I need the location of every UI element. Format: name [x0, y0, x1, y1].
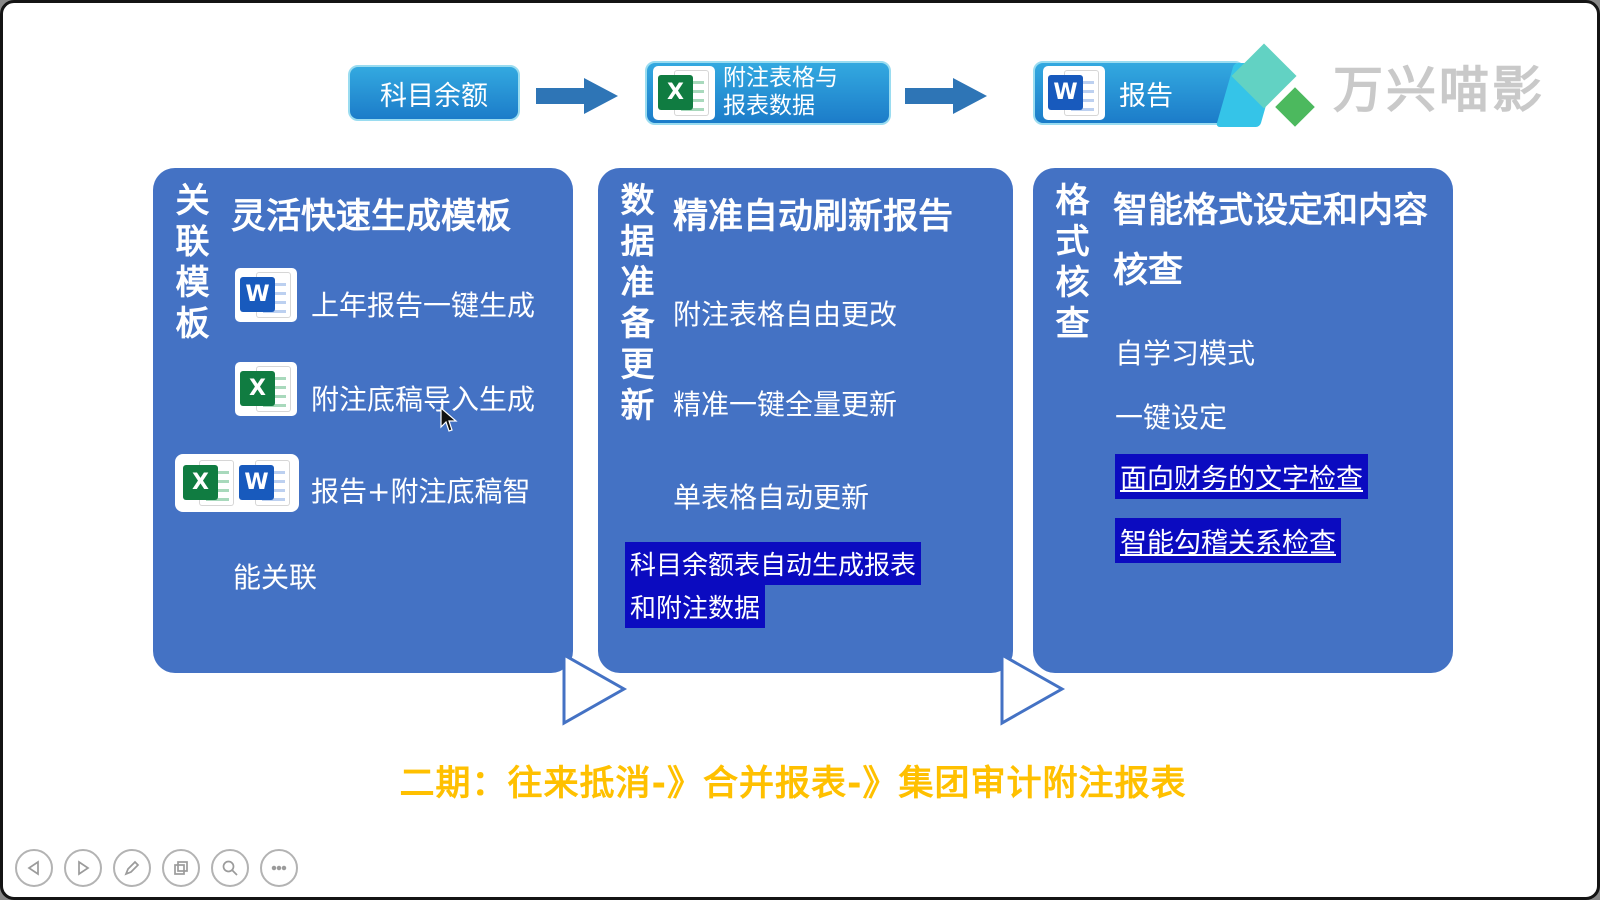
panel-format-check: 格式核查 智能格式设定和内容核查 自学习模式 一键设定 面向财务的文字检查 智能…: [1033, 168, 1453, 673]
flow-step-label: 附注表格与 报表数据: [723, 65, 838, 119]
excel-word-icons: X W: [175, 454, 299, 512]
panel-item: 单表格自动更新: [673, 481, 870, 514]
magnifier-icon: [222, 860, 238, 876]
previous-button[interactable]: [15, 849, 53, 887]
panel-side-label: 关联模板: [169, 182, 209, 346]
panel-item: 能关联: [233, 561, 318, 594]
highlight-line: 科目余额表自动生成报表: [625, 542, 922, 585]
flow-step-notes-tables: X 附注表格与 报表数据: [645, 61, 891, 125]
panel-item: 一键设定: [1115, 401, 1228, 434]
panel-title: 精准自动刷新报告: [673, 197, 954, 237]
word-icon: W: [1043, 66, 1105, 120]
highlighted-check-item: 面向财务的文字检查: [1115, 454, 1368, 499]
highlighted-check-item: 智能勾稽关系检查: [1115, 518, 1341, 563]
zoom-button[interactable]: [211, 849, 249, 887]
panel-item: 附注底稿导入生成: [311, 383, 536, 416]
pen-button[interactable]: [113, 849, 151, 887]
panel-data-update: 数据准备更新 精准自动刷新报告 附注表格自由更改 精准一键全量更新 单表格自动更…: [598, 168, 1013, 673]
excel-icon: X: [235, 362, 297, 416]
panel-title: 灵活快速生成模板: [231, 197, 512, 237]
play-icon: [78, 860, 90, 876]
panel-item: 报告+附注底稿智: [311, 475, 531, 508]
panel-arrow-icon: [562, 652, 628, 726]
filmora-diamond-logo-icon: [1231, 43, 1315, 127]
panel-item: 自学习模式: [1115, 337, 1256, 370]
panel-item: 附注表格自由更改: [673, 298, 898, 331]
word-icon: W: [235, 268, 297, 322]
flow-step-label: 科目余额: [380, 80, 488, 112]
panel-linked-template: 关联模板 灵活快速生成模板 W 上年报告一键生成 X 附注底稿导入生成 X W …: [153, 168, 573, 673]
player-toolbar: [15, 849, 298, 887]
panel-side-label: 数据准备更新: [614, 182, 654, 428]
highlighted-note: 科目余额表自动生成报表 和附注数据: [625, 542, 922, 628]
watermark-text: 万兴喵影: [1333, 61, 1545, 119]
panel-side-label: 格式核查: [1049, 182, 1089, 346]
panel-title: 智能格式设定和内容核查: [1113, 191, 1429, 291]
more-button[interactable]: [260, 849, 298, 887]
right-block-arrow-icon: [905, 78, 987, 114]
panel-arrow-icon: [1000, 652, 1066, 726]
pen-icon: [124, 860, 140, 876]
panel-item: 上年报告一键生成: [311, 289, 536, 322]
highlight-line: 和附注数据: [625, 585, 766, 628]
watermark: 万兴喵影: [1231, 43, 1545, 127]
flow-step-report: W 报告: [1033, 61, 1279, 127]
phase2-roadmap-text: 二期：往来抵消-》合并报表-》集团审计附注报表: [399, 764, 1187, 804]
previous-icon: [27, 860, 39, 876]
mouse-cursor: [440, 407, 458, 432]
play-button[interactable]: [64, 849, 102, 887]
panel-item: 精准一键全量更新: [673, 388, 898, 421]
copy-button[interactable]: [162, 849, 200, 887]
flow-step-subject-balance: 科目余额: [348, 65, 520, 121]
right-block-arrow-icon: [536, 78, 618, 114]
copy-icon: [174, 861, 188, 875]
ellipsis-icon: [271, 865, 287, 871]
excel-icon: X: [653, 66, 715, 120]
flow-step-label: 报告: [1119, 80, 1173, 112]
